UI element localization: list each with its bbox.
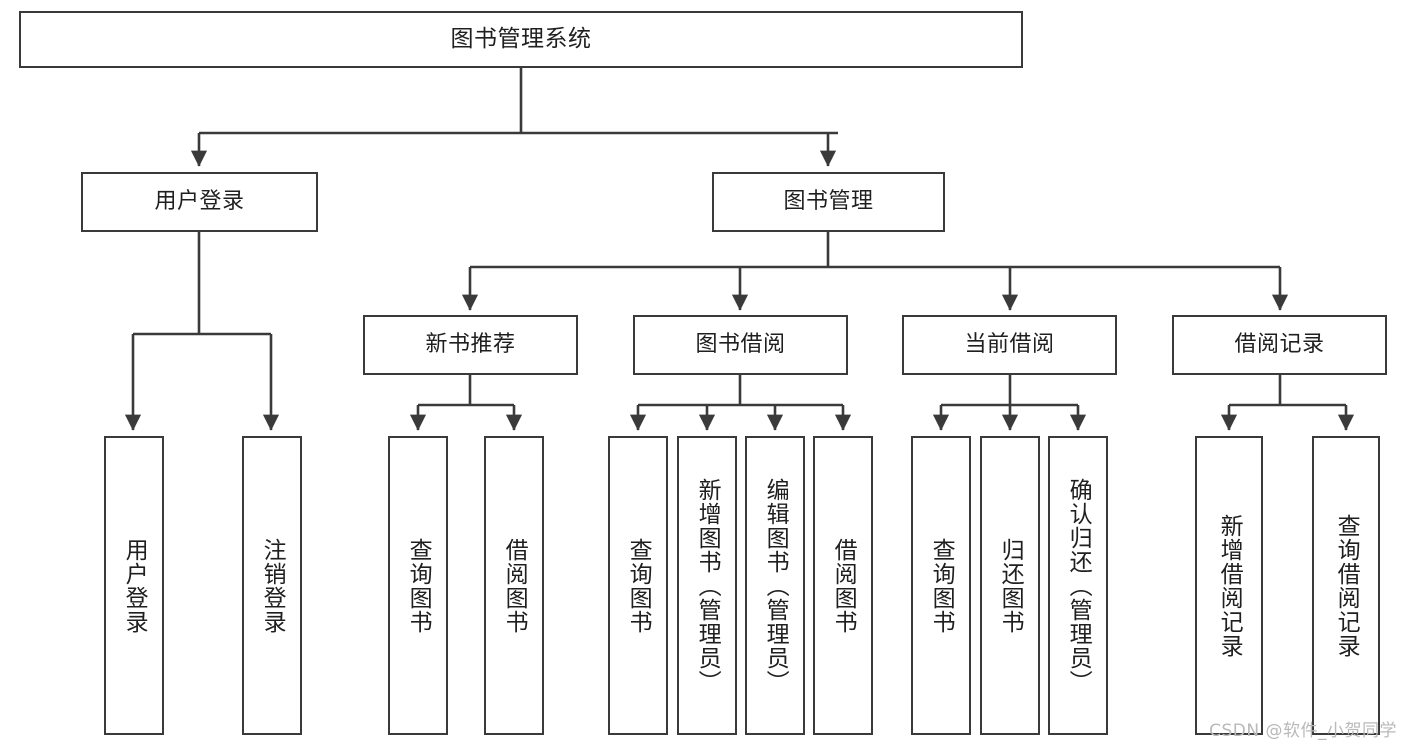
node-user-login[interactable]: 用户登录 — [81, 172, 318, 232]
node-label: 图书管理系统 — [450, 26, 592, 53]
node-label: 借阅图书 — [830, 537, 857, 634]
node-label: 归还图书 — [997, 537, 1024, 634]
node-current-borrow[interactable]: 当前借阅 — [902, 315, 1117, 375]
node-label: 查询图书 — [928, 537, 955, 634]
node-borrow-record[interactable]: 借阅记录 — [1172, 315, 1387, 375]
node-leaf-query-book-3[interactable]: 查询图书 — [911, 436, 971, 735]
node-label: 用户登录 — [121, 537, 148, 634]
node-leaf-edit-book[interactable]: 编辑图书（管理员） — [745, 436, 805, 735]
node-new-book-rec[interactable]: 新书推荐 — [363, 315, 578, 375]
node-label: 确认归还（管理员） — [1065, 477, 1092, 694]
node-label: 查询图书 — [625, 537, 652, 634]
node-label: 注销登录 — [259, 537, 286, 634]
node-leaf-add-book[interactable]: 新增图书（管理员） — [677, 436, 737, 735]
node-label: 查询借阅记录 — [1333, 513, 1360, 658]
node-label: 新增图书（管理员） — [694, 477, 721, 694]
node-leaf-query-book-2[interactable]: 查询图书 — [608, 436, 668, 735]
csdn-watermark: CSDN @软件_小贺同学 — [1209, 721, 1397, 741]
node-label: 新增借阅记录 — [1216, 513, 1243, 658]
node-leaf-query-book-1[interactable]: 查询图书 — [388, 436, 448, 735]
node-label: 编辑图书（管理员） — [762, 477, 789, 694]
node-leaf-add-record[interactable]: 新增借阅记录 — [1195, 436, 1263, 735]
node-label: 用户登录 — [154, 189, 245, 215]
node-label: 借阅图书 — [501, 537, 528, 634]
node-book-manage[interactable]: 图书管理 — [712, 172, 945, 232]
node-leaf-borrow-book-1[interactable]: 借阅图书 — [484, 436, 544, 735]
node-leaf-user-login[interactable]: 用户登录 — [104, 436, 164, 735]
node-leaf-confirm-return[interactable]: 确认归还（管理员） — [1048, 436, 1108, 735]
node-root-system[interactable]: 图书管理系统 — [19, 11, 1023, 68]
node-leaf-return-book[interactable]: 归还图书 — [980, 436, 1040, 735]
node-leaf-logout[interactable]: 注销登录 — [242, 436, 302, 735]
node-book-borrow[interactable]: 图书借阅 — [633, 315, 848, 375]
node-leaf-query-record[interactable]: 查询借阅记录 — [1312, 436, 1380, 735]
node-label: 当前借阅 — [964, 332, 1055, 358]
node-label: 借阅记录 — [1234, 332, 1325, 358]
node-label: 图书管理 — [783, 189, 874, 215]
node-label: 新书推荐 — [425, 332, 516, 358]
node-leaf-borrow-book-2[interactable]: 借阅图书 — [813, 436, 873, 735]
node-label: 查询图书 — [405, 537, 432, 634]
node-label: 图书借阅 — [695, 332, 786, 358]
